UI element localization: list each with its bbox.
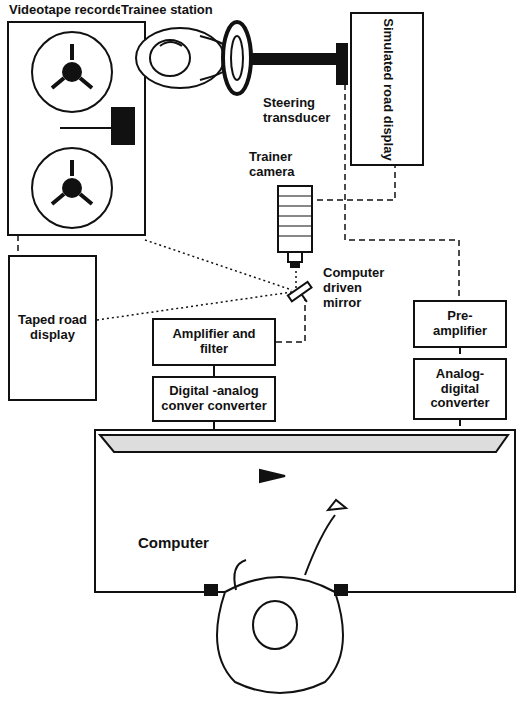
box-label: Taped road display: [16, 313, 89, 343]
device-box: Digital -analog conver converter: [152, 376, 276, 422]
part-label: Videotape recorder: [8, 3, 128, 18]
part-label: Steering transducer: [262, 96, 342, 126]
box-label: Pre-amplifier: [421, 309, 499, 339]
device-box: Pre-amplifier: [413, 300, 507, 348]
device-box: Simulated road display: [350, 12, 424, 166]
box-label: Computer: [138, 534, 209, 551]
signal-line: [213, 366, 215, 376]
device-box: Analog-digital converter: [413, 358, 507, 420]
box-label: Amplifier and filter: [160, 327, 268, 357]
box-label: Analog-digital converter: [421, 367, 499, 412]
signal-line: [459, 420, 461, 430]
signal-line: [213, 422, 215, 430]
box-label: Digital -analog conver converter: [160, 384, 268, 414]
computer-desk: Computer: [98, 430, 513, 590]
device-box: Taped road display: [8, 255, 97, 401]
signal-line: [459, 348, 461, 358]
device-box: Amplifier and filter: [152, 318, 276, 366]
part-label: Computer driven mirror: [322, 266, 404, 311]
part-label: Trainee station: [120, 3, 214, 18]
box-label: Simulated road display: [380, 18, 395, 160]
part-label: Trainer camera: [248, 150, 330, 180]
